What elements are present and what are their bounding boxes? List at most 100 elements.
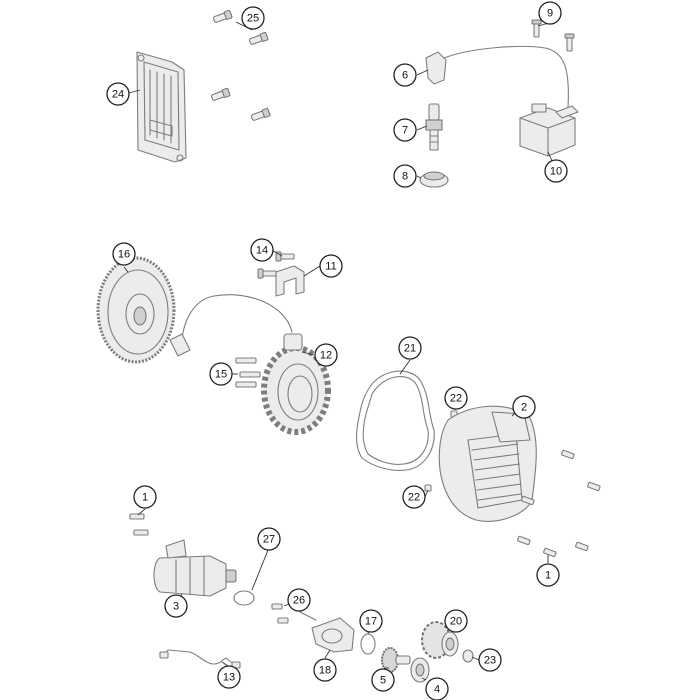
part-25-screws — [210, 9, 271, 121]
callout-number: 6 — [402, 70, 408, 82]
part-13-cable — [159, 649, 241, 669]
part-2-ignition-cover — [438, 405, 537, 522]
callout-number: 21 — [404, 343, 416, 355]
part-15-screws — [235, 357, 261, 388]
callout-circle — [133, 485, 157, 509]
callout-circle — [393, 63, 417, 87]
callout-circle — [257, 527, 281, 551]
callout-23: 23 — [478, 648, 502, 672]
callout-15: 15 — [209, 362, 233, 386]
callout-circle — [393, 118, 417, 142]
callout-circle — [112, 242, 136, 266]
callout-number: 11 — [325, 261, 336, 273]
callout-circle — [512, 395, 536, 419]
callout-number: 12 — [320, 350, 332, 362]
callout-18: 18 — [313, 658, 337, 682]
part-23-ring — [462, 649, 474, 663]
part-1-screws-starter — [129, 513, 149, 536]
callout-8: 8 — [393, 164, 417, 188]
callout-number: 18 — [319, 665, 331, 677]
callout-number: 2 — [521, 402, 527, 414]
callout-12: 12 — [314, 343, 338, 367]
callout-circle — [444, 609, 468, 633]
callout-9: 9 — [538, 1, 562, 25]
part-20-freewheel — [421, 621, 459, 659]
callout-number: 22 — [408, 492, 420, 504]
callout-number: 1 — [545, 570, 551, 582]
callout-circle — [217, 665, 241, 689]
callout-circle — [250, 238, 274, 262]
part-16-flywheel — [96, 256, 176, 364]
callout-3: 3 — [164, 594, 188, 618]
callout-circle — [425, 677, 449, 700]
callout-circle — [536, 563, 560, 587]
callout-circle — [106, 82, 130, 106]
callout-circle — [544, 159, 568, 183]
callout-number: 16 — [118, 249, 130, 261]
callout-4: 4 — [425, 677, 449, 700]
part-26-screws — [271, 603, 289, 624]
callout-number: 7 — [402, 125, 408, 137]
part-18-gear-holder — [299, 611, 355, 653]
callout-17: 17 — [359, 609, 383, 633]
callout-circle — [314, 343, 338, 367]
callout-circle — [287, 588, 311, 612]
callout-10: 10 — [544, 159, 568, 183]
callout-number: 5 — [380, 675, 386, 687]
callout-6: 6 — [393, 63, 417, 87]
callout-number: 23 — [484, 655, 496, 667]
callout-circle — [313, 658, 337, 682]
callout-20: 20 — [444, 609, 468, 633]
part-1-screws-cover — [517, 449, 601, 558]
callout-number: 8 — [402, 171, 408, 183]
callout-circle — [241, 6, 265, 30]
part-24-control-unit — [136, 51, 187, 163]
callout-25: 25 — [241, 6, 265, 30]
part-27-o-ring — [233, 590, 255, 606]
callout-number: 10 — [550, 166, 562, 178]
callout-circle — [398, 336, 422, 360]
callout-circle — [319, 254, 343, 278]
callout-circle — [444, 386, 468, 410]
callout-circle — [164, 594, 188, 618]
callout-circle — [359, 609, 383, 633]
callout-number: 3 — [173, 601, 179, 613]
callout-24: 24 — [106, 82, 130, 106]
callout-5: 5 — [371, 668, 395, 692]
callout-circle — [538, 1, 562, 25]
part-4-bearing — [410, 657, 430, 683]
part-12-stator — [169, 294, 331, 435]
callout-27: 27 — [257, 527, 281, 551]
callout-22: 22 — [402, 485, 426, 509]
callout-number: 15 — [215, 369, 227, 381]
callout-number: 9 — [547, 8, 553, 20]
part-6-spark-plug-connector — [425, 45, 569, 109]
callout-number: 4 — [434, 684, 440, 696]
callout-7: 7 — [393, 118, 417, 142]
part-7-spark-plug — [425, 103, 443, 151]
callout-number: 17 — [365, 616, 377, 628]
callout-circle — [393, 164, 417, 188]
callout-circle — [209, 362, 233, 386]
callout-number: 20 — [450, 616, 462, 628]
callout-circle — [371, 668, 395, 692]
part-3-starter-motor — [153, 539, 237, 597]
part-5-gear — [381, 647, 411, 673]
part-11-bracket — [275, 265, 305, 297]
callout-circle — [478, 648, 502, 672]
callout-13: 13 — [217, 665, 241, 689]
callout-16: 16 — [112, 242, 136, 266]
callout-1: 1 — [536, 563, 560, 587]
callout-number: 1 — [142, 492, 148, 504]
callout-number: 14 — [256, 245, 268, 257]
callout-14: 14 — [250, 238, 274, 262]
part-9-screws — [531, 19, 575, 52]
part-10-ignition-coil — [519, 103, 579, 157]
callout-number: 22 — [450, 393, 462, 405]
callout-21: 21 — [398, 336, 422, 360]
callout-11: 11 — [319, 254, 343, 278]
callout-2: 2 — [512, 395, 536, 419]
callout-number: 27 — [263, 534, 275, 546]
